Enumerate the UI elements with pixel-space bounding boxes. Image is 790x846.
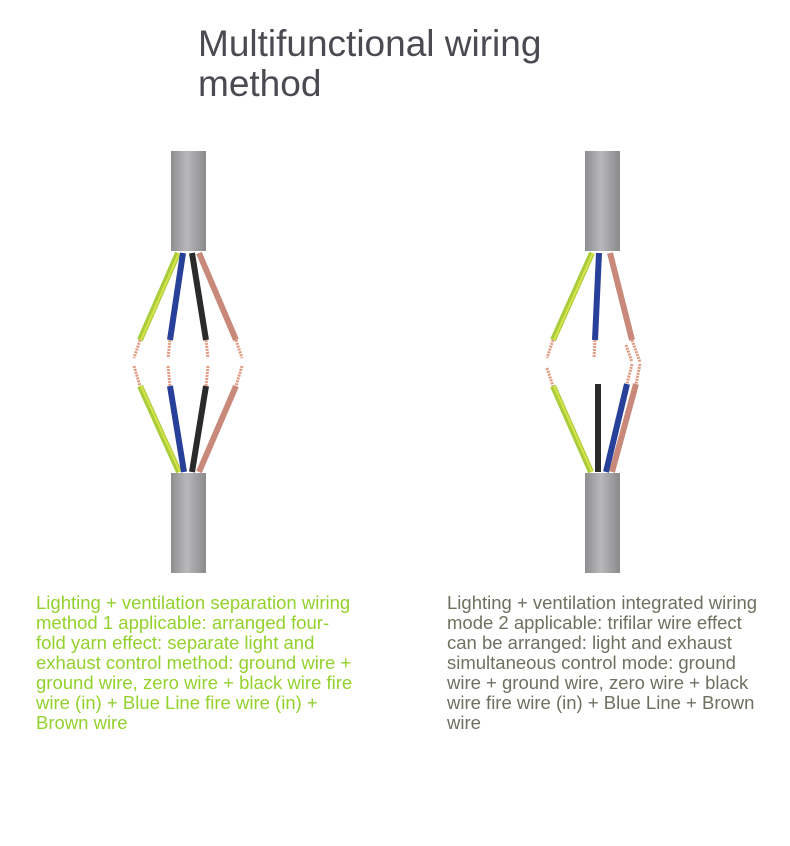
top-cable-sheath: [585, 151, 620, 251]
copper-strand: [630, 339, 642, 363]
blue-wire-upper: [167, 252, 186, 341]
brown-wire-upper: [607, 252, 635, 341]
blue-wire-upper: [592, 252, 602, 341]
caption-integrated-method: Lighting + ventilation integrated wiring…: [447, 592, 758, 733]
caption-separation-method: Lighting + ventilation separation wiring…: [36, 592, 353, 733]
wiring-diagram-integrated: [545, 151, 642, 573]
copper-strand: [592, 339, 597, 359]
yellow-green-wire-lower-stripe: [140, 385, 181, 473]
copper-strand: [204, 365, 210, 387]
copper-strand: [166, 339, 172, 359]
copper-strand: [132, 365, 142, 387]
brown-wire-upper: [196, 251, 239, 342]
wiring-diagram-separation: [132, 151, 244, 573]
copper-strand: [166, 365, 172, 387]
copper-strand: [234, 339, 244, 359]
copper-strand: [204, 339, 210, 359]
black-wire-lower: [189, 385, 209, 473]
page-title: Multifunctional wiring method: [198, 23, 542, 104]
yellow-green-wire-upper-stripe: [140, 252, 180, 341]
bottom-cable-sheath: [171, 473, 206, 573]
copper-strand: [132, 339, 142, 359]
top-cable-sheath: [171, 151, 206, 251]
copper-strand: [545, 367, 555, 387]
brown-wire-lower: [196, 384, 239, 474]
copper-strand: [545, 339, 555, 359]
copper-strand: [625, 363, 634, 385]
brown-wire-lower: [609, 383, 639, 473]
black-wire-upper: [189, 252, 209, 341]
copper-strand: [234, 365, 244, 387]
yellow-green-wire-lower-stripe: [553, 385, 593, 473]
yellow-green-wire-upper-stripe: [553, 252, 594, 341]
bottom-cable-sheath: [585, 473, 620, 573]
copper-strand: [624, 344, 634, 363]
blue-wire-lower: [603, 383, 630, 473]
copper-strand: [634, 363, 642, 385]
blue-wire-lower: [167, 385, 187, 473]
